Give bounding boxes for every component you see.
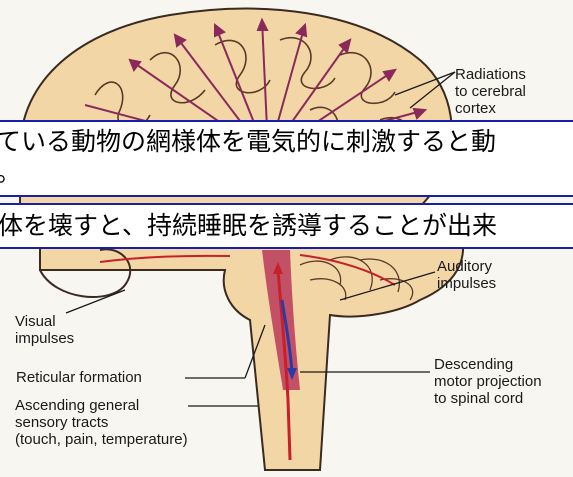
overlay-caption-top: ている動物の網様体を電気的に刺激すると動 。 — [0, 120, 573, 197]
label-ascending: Ascending general sensory tracts (touch,… — [15, 397, 188, 448]
overlay-line-1-tail: 。 — [0, 158, 21, 188]
overlay-caption-bottom: 体を壊すと、持続睡眠を誘導することが出来 — [0, 203, 573, 249]
overlay-line-2: 体を壊すと、持続睡眠を誘導することが出来 — [0, 211, 497, 241]
label-radiations: Radiations to cerebral cortex — [455, 66, 526, 117]
label-reticular: Reticular formation — [16, 369, 142, 386]
label-visual: Visual impulses — [15, 313, 74, 347]
label-descending: Descending motor projection to spinal co… — [434, 356, 542, 407]
overlay-line-1: ている動物の網様体を電気的に刺激すると動 — [0, 127, 496, 157]
label-auditory: Auditory impulses — [437, 258, 496, 292]
